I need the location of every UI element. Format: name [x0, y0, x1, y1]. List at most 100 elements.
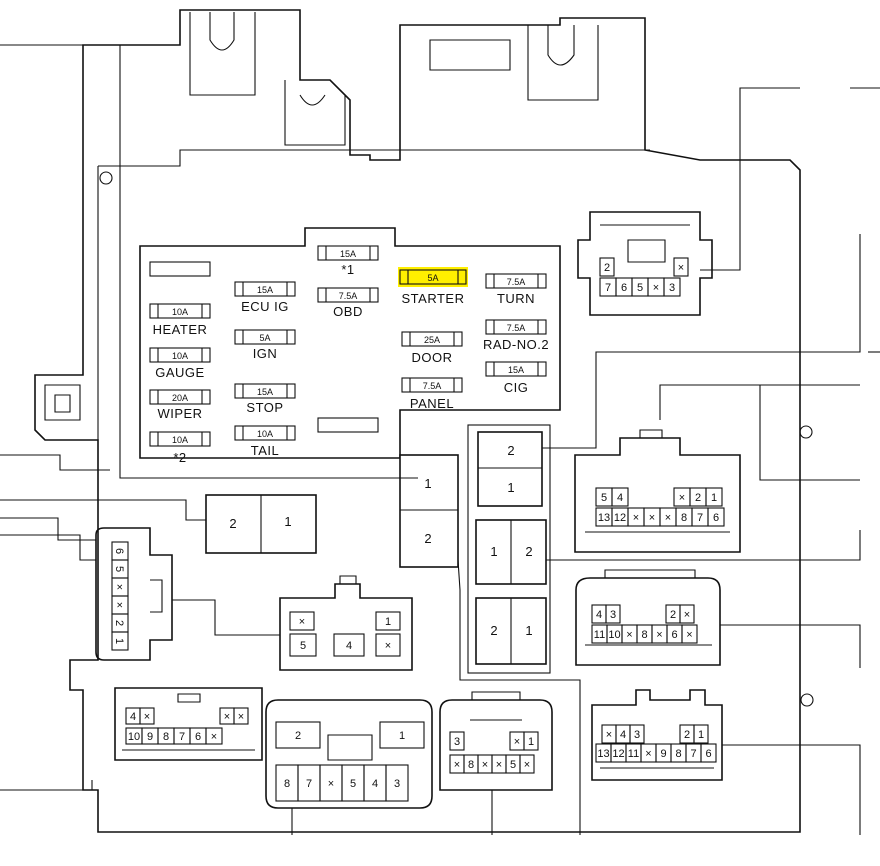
connector-bottom_left-pin-label: 10	[128, 731, 140, 743]
connector-mid_right-pin-label: 6	[713, 512, 719, 524]
fuse-label: TURN	[497, 291, 535, 306]
connector-center-pin-cell	[289, 611, 315, 631]
connector-mid_right-pin-label: 5	[601, 492, 607, 504]
fuse-label: *1	[341, 262, 354, 277]
relay-3-label-b: 1	[507, 480, 514, 495]
connector-bottom_left-pin-label: ×	[238, 711, 244, 723]
connector-top_right-pin-label: 3	[669, 282, 675, 294]
connector-left-vertical-latch	[150, 579, 163, 613]
fuse-body	[317, 287, 379, 303]
fuse-amp-rating: 7.5A	[507, 323, 526, 333]
connector-center-pin-label: ×	[385, 640, 391, 652]
connector-bottom_small-pin-label: ×	[482, 759, 488, 771]
fuse-body	[234, 281, 296, 297]
connector-bottom_right-pin-cell	[700, 743, 717, 763]
mount-hole-3	[800, 693, 814, 707]
fuse-body	[401, 377, 463, 393]
fuse-label: OBD	[333, 304, 363, 319]
connector-mid_right-pin-label: ×	[649, 512, 655, 524]
connector-left-vertical: 65××21	[111, 541, 129, 651]
connector-right_3-pin-label: 4	[596, 609, 602, 621]
relay-1-label-a: 2	[229, 516, 236, 531]
connector-right_3-pin-label: ×	[656, 629, 662, 641]
connector-bottom_left-pin-label: 4	[130, 711, 136, 723]
relay-4-label-a: 1	[490, 544, 497, 559]
connector-bottom_small-pin-label: ×	[454, 759, 460, 771]
connector-bottom_center-pin-label: 7	[306, 778, 312, 790]
fuse-label: STARTER	[402, 291, 465, 306]
fuse-label: WIPER	[157, 406, 202, 421]
connector-bottom_left-pin-label: ×	[224, 711, 230, 723]
connector-bottom_center-pin-cell	[379, 721, 425, 749]
connector-right_3-pin-label: 2	[670, 609, 676, 621]
connector-top_right-pin-label: 7	[605, 282, 611, 294]
top-tab-left	[189, 12, 256, 96]
relay-3-label-a: 2	[507, 443, 514, 458]
connector-left-vertical-pin-label: 6	[113, 548, 125, 554]
connector-top-right-housing	[577, 211, 713, 316]
relay-housing-right	[467, 424, 551, 674]
fuse-label: RAD-NO.2	[483, 337, 549, 352]
connector-bottom_right-pin-label: 8	[675, 748, 681, 760]
connector-bottom_right-pin-cell	[693, 724, 709, 744]
connector-center-pin-label: 1	[385, 616, 391, 628]
fuse-body	[234, 425, 296, 441]
fuse-amp-rating: 15A	[257, 387, 273, 397]
fuse-obd: 7.5A OBD	[317, 287, 379, 319]
connector-top_right-pin-label: ×	[678, 262, 684, 274]
fuse-label: HEATER	[153, 322, 208, 337]
connector-bottom_center-pin-label: 1	[399, 730, 405, 742]
connector-bottom_left-pin-label: 9	[147, 731, 153, 743]
connector-bottom_left-pin-cell	[233, 707, 249, 725]
connector-mid_right-pin-cell	[705, 487, 723, 507]
connector-center-pin-label: 5	[300, 640, 306, 652]
connector-left-vertical-pin-label: ×	[113, 602, 125, 608]
connector-mid-right-latch	[585, 429, 730, 533]
fuse-body	[401, 331, 463, 347]
connector-bottom_center-pin-cell	[275, 721, 321, 749]
connector-right_3-pin-label: 11	[594, 629, 605, 641]
connector-bottom_right-pin-label: 1	[698, 729, 704, 741]
fuse-amp-rating: 7.5A	[339, 291, 358, 301]
fuse-amp-rating: 10A	[257, 429, 273, 439]
connector-bottom_small-pin-label: ×	[524, 759, 530, 771]
connector-bottom_left-pin-label: ×	[211, 731, 217, 743]
connector-top_right-pin-label: 2	[604, 262, 610, 274]
fuse-body	[399, 269, 467, 285]
connector-right_3-pin-label: ×	[626, 629, 632, 641]
connector-top_right-pin-cell	[663, 277, 681, 297]
fuse-amp-rating: 15A	[508, 365, 524, 375]
connector-bottom_left-pin-label: 6	[195, 731, 201, 743]
connector-right_3-pin-cell	[605, 604, 621, 624]
connector-top_right-pin-label: 6	[621, 282, 627, 294]
connector-bottom_center-pin-label: 2	[295, 730, 301, 742]
left-side-tab	[44, 384, 81, 421]
connector-right_3-pin-cell	[679, 604, 695, 624]
connector-center-latch	[339, 575, 357, 584]
connector-mid_right-pin-label: 12	[614, 512, 626, 524]
connector-center-pin-cell	[375, 633, 401, 657]
connector-bottom_center-pin-label: 4	[372, 778, 378, 790]
fuse-star2: 10A*2	[149, 431, 211, 465]
connector-left-vertical-pin-label: 1	[113, 638, 125, 644]
fuse-amp-rating: 25A	[424, 335, 440, 345]
relay-block-3: 2 1	[477, 431, 543, 507]
relay-block-4: 1 2	[475, 519, 547, 585]
connector-bottom_center-pin-cell	[385, 764, 409, 802]
fuse-body	[485, 319, 547, 335]
empty-fuse-slots	[149, 261, 379, 433]
connector-right3-housing	[575, 577, 721, 666]
